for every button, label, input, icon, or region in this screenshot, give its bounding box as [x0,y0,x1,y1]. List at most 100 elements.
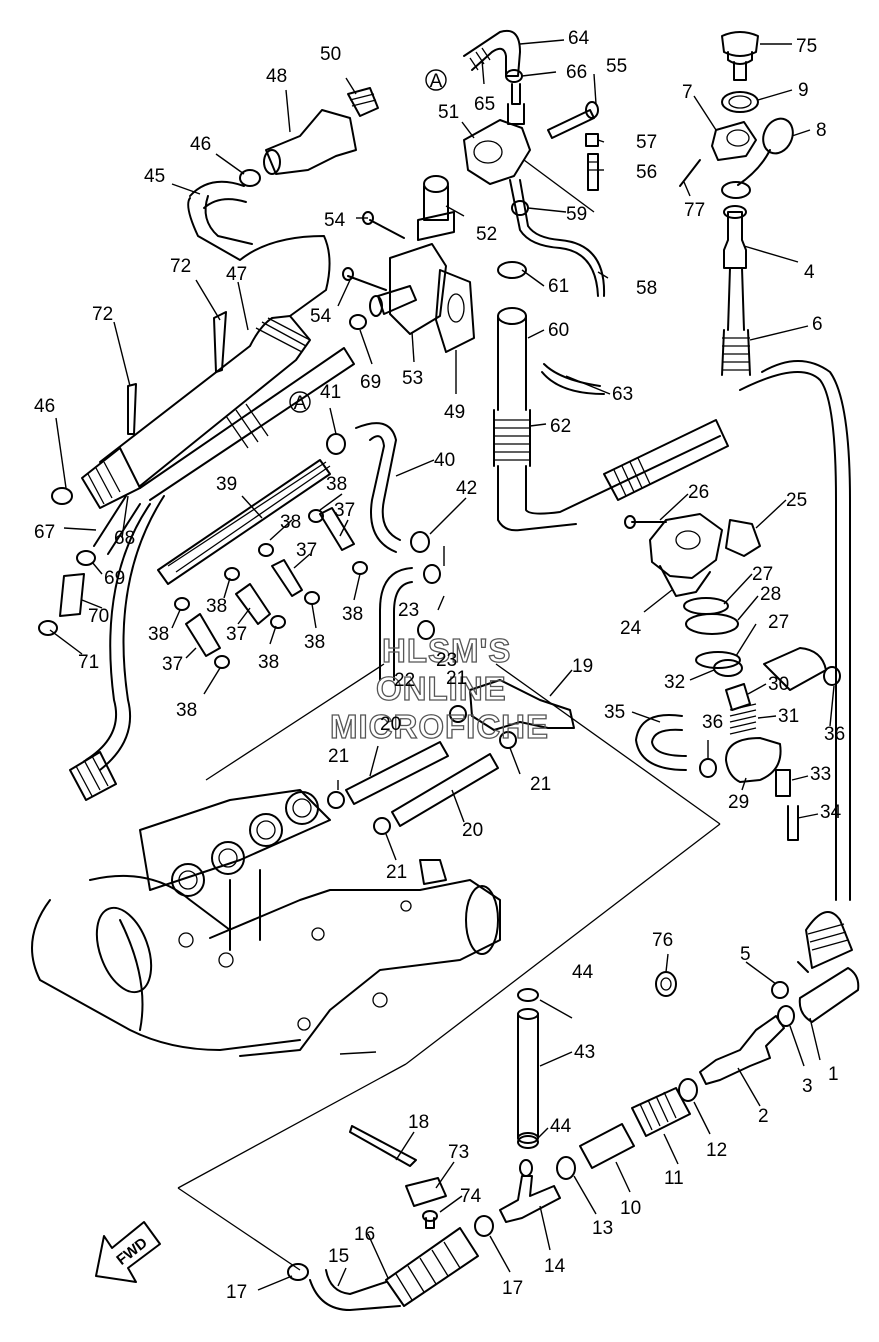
part-54-bolt-lower [347,275,387,291]
callout-24: 24 [620,618,642,639]
part-3-clamp [777,1005,795,1027]
callout-21-c: 21 [530,774,551,795]
callout-25: 25 [786,490,807,511]
part-20-pipe-lower [391,753,499,827]
part-41-clamp [326,433,346,455]
part-2-y-joint [699,1015,785,1085]
callout-72-left: 72 [92,304,113,325]
part-43-pipe [517,1008,539,1144]
part-16-bellows-hose [385,1227,479,1307]
part-29-cover [725,737,782,783]
callout-74: 74 [460,1186,482,1207]
callout-17-right: 17 [502,1278,523,1299]
part-70-joint [59,573,85,617]
callout-60: 60 [548,320,569,341]
callout-15: 15 [328,1246,349,1267]
callout-55: 55 [606,56,627,77]
part-65-nipple [511,83,521,105]
part-57-cap [585,133,599,147]
callout-41: 41 [320,382,341,403]
part-35-hose [635,714,687,771]
part-15-hose [309,1269,401,1311]
part-34-bolt [787,805,799,841]
callout-35: 35 [604,702,625,723]
callout-44-bottom: 44 [550,1116,572,1137]
watermark-line-2: ONLINE [376,670,507,707]
part-21-clamp-d [449,705,467,723]
part-9-ring [721,91,759,113]
callout-16: 16 [354,1224,375,1245]
callout-6: 6 [812,314,823,335]
callout-36-b: 36 [824,724,845,745]
callout-47: 47 [226,264,247,285]
part-21-clamp-b [373,817,391,835]
callout-54-lower: 54 [310,306,332,327]
ref-mark-a-top: A [430,71,443,92]
callout-43: 43 [574,1042,595,1063]
part-8-cap-tether [737,117,794,186]
parts-artwork: FWD [31,30,860,1311]
callout-66: 66 [566,62,587,83]
reference-marks: A A [289,69,447,414]
callout-13: 13 [592,1218,613,1239]
part-lower-right-hose [797,911,853,973]
callout-27-upper: 27 [752,564,773,585]
part-23-hose [379,567,413,681]
callout-52: 52 [476,224,497,245]
callout-29: 29 [728,792,749,813]
callout-4: 4 [804,262,815,283]
callout-71: 71 [78,652,99,673]
callout-27-lower: 27 [768,612,789,633]
callout-51: 51 [438,102,459,123]
leader-lines [49,39,835,1291]
part-67-bellows [81,447,141,509]
callout-19: 19 [572,656,593,677]
callout-3: 3 [802,1076,813,1097]
callout-7: 7 [682,82,693,103]
callout-labels: 1 2 3 4 5 6 7 8 9 10 11 12 13 14 15 16 1… [34,28,845,1303]
callout-38-b: 38 [280,512,301,533]
part-56-nipple [587,153,599,191]
part-77-pin [679,159,701,187]
callout-72-upper: 72 [170,256,191,277]
callout-38-a: 38 [326,474,347,495]
part-54-bolt-upper [369,219,405,239]
part-32-ring [713,659,743,677]
part-73-clip [405,1177,447,1207]
callout-18: 18 [408,1112,429,1133]
frame-line-right [405,823,721,1065]
callout-21-d: 21 [446,668,467,689]
callout-62: 62 [550,416,571,437]
callout-34: 34 [820,802,842,823]
part-13-clamp [556,1156,576,1180]
part-74-screw [422,1210,438,1229]
part-61-clamp [497,261,527,279]
callout-49: 49 [444,402,465,423]
callout-14: 14 [544,1256,566,1277]
part-7-bracket [711,121,757,161]
callout-8: 8 [816,120,827,141]
part-17-clamp-right [474,1215,494,1237]
callout-9: 9 [798,80,809,101]
part-left-lower-bellows [69,751,117,801]
part-4-filler-neck [723,205,747,331]
callout-61: 61 [548,276,569,297]
part-33-spacer [775,769,791,797]
callout-22: 22 [394,670,415,691]
part-46-clamp-top [239,169,261,187]
callout-38-e: 38 [342,604,363,625]
callout-21-b: 21 [386,862,407,883]
callout-48: 48 [266,66,287,87]
part-64-hose [463,30,521,77]
callout-46-left: 46 [34,396,55,417]
callout-38-c: 38 [206,596,227,617]
callout-53: 53 [402,368,423,389]
part-44-clamp-bottom [517,1135,539,1149]
part-27-gasket-lower [695,651,741,669]
part-45-hose [189,180,247,209]
part-27-gasket-upper [683,597,729,615]
callout-46-top: 46 [190,134,211,155]
part-52-sensor [417,175,455,241]
callout-37-d: 37 [162,654,183,675]
callout-33: 33 [810,764,831,785]
